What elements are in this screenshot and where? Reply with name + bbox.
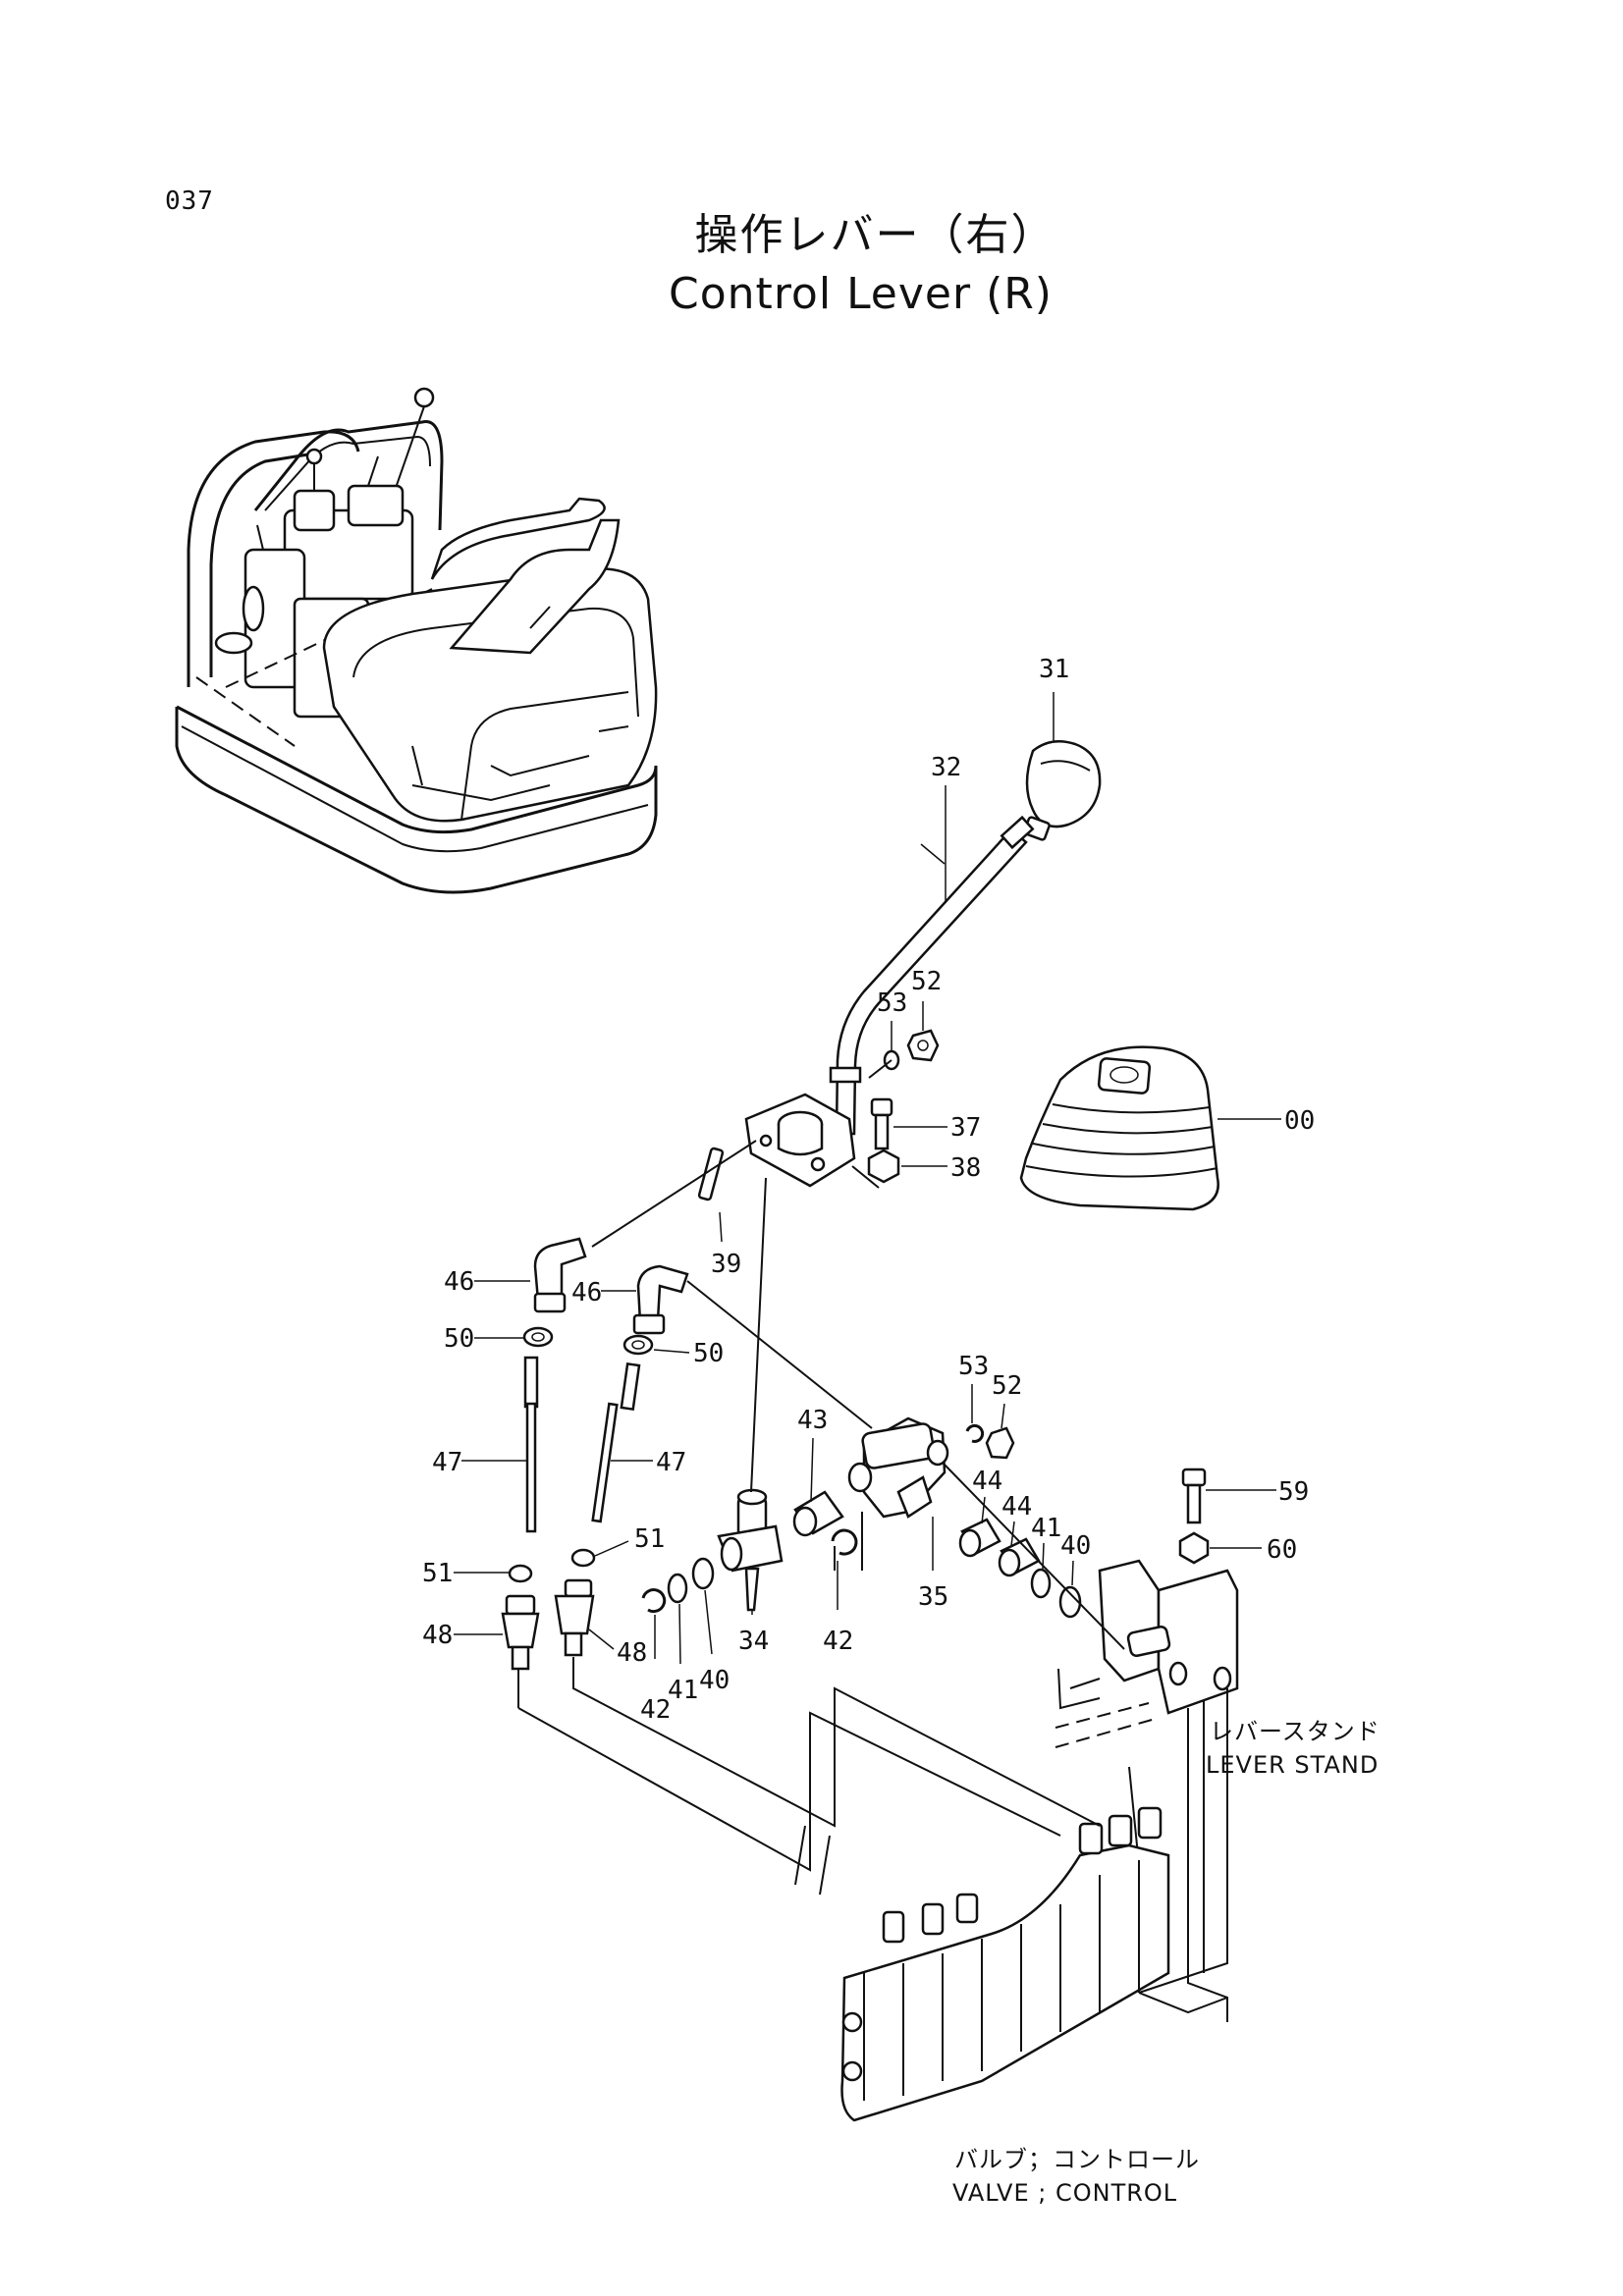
- part-40-washer-left: [691, 1557, 715, 1590]
- callout-51-left: 51: [422, 1559, 453, 1588]
- part-43-bushing: [792, 1490, 844, 1537]
- part-47-rod-right: [591, 1362, 641, 1523]
- part-46-rod-end-right: [632, 1264, 689, 1335]
- part-34-pivot: [717, 1488, 784, 1612]
- callout-35: 35: [918, 1582, 948, 1612]
- callout-37: 37: [950, 1113, 981, 1143]
- callout-47-left: 47: [432, 1448, 462, 1477]
- title-english: Control Lever (R): [669, 269, 1053, 319]
- part-50-nut-right: [622, 1334, 654, 1356]
- callout-40-right: 40: [1060, 1531, 1091, 1561]
- callout-32: 32: [931, 753, 961, 782]
- page-number: 037: [165, 187, 214, 216]
- part-50-nut-left: [522, 1326, 554, 1348]
- callout-59: 59: [1278, 1477, 1309, 1507]
- part-59-bolt: [1181, 1468, 1207, 1524]
- callout-51-right: 51: [634, 1524, 665, 1554]
- callout-52-lower: 52: [992, 1371, 1022, 1401]
- part-46-rod-end-left: [533, 1237, 587, 1313]
- callout-44-first: 44: [972, 1467, 1002, 1496]
- part-41-washer-left: [667, 1573, 688, 1604]
- part-60-nut: [1178, 1531, 1210, 1565]
- part-48-clevis-right: [554, 1578, 595, 1657]
- part-37-bolt: [870, 1097, 893, 1150]
- assembly-lines: [517, 1059, 1125, 1896]
- callout-50-left: 50: [444, 1324, 474, 1354]
- valve-label-en: VALVE ; CONTROL: [952, 2179, 1177, 2207]
- captions: レバースタンド LEVER STAND バルブ；コントロール VALVE ; C…: [952, 1718, 1380, 2207]
- part-51-nut-right: [570, 1548, 596, 1568]
- lever-stand-label-ja: レバースタンド: [1210, 1718, 1380, 1745]
- part-31-knob: [1023, 739, 1102, 841]
- part-39-pin: [697, 1147, 725, 1201]
- part-35-yoke: [847, 1416, 949, 1519]
- valve-label-ja: バルブ；コントロール: [954, 2146, 1200, 2173]
- callout-60: 60: [1267, 1535, 1297, 1565]
- part-52-nut-upper: [906, 1029, 940, 1062]
- callout-47-right: 47: [656, 1448, 686, 1477]
- callout-40-left: 40: [699, 1666, 730, 1695]
- lever-stand: [1055, 1559, 1239, 2022]
- callout-53-upper: 53: [877, 988, 907, 1018]
- callout-43: 43: [797, 1406, 828, 1435]
- callout-38: 38: [950, 1153, 981, 1183]
- part-41-washer-right: [1030, 1568, 1052, 1599]
- part-32-lever-shaft: [829, 815, 1035, 1136]
- part-53-washer-lower: [965, 1424, 985, 1443]
- callout-31: 31: [1039, 655, 1069, 684]
- callout-00: 00: [1284, 1106, 1315, 1136]
- callout-34: 34: [738, 1627, 769, 1656]
- part-00-rubber-boot: [1019, 1045, 1219, 1211]
- part-51-nut-left: [508, 1564, 533, 1583]
- callout-52-upper: 52: [911, 967, 942, 996]
- callout-44-second: 44: [1001, 1492, 1032, 1522]
- callout-48-left: 48: [422, 1621, 453, 1650]
- part-52-nut-lower: [985, 1426, 1015, 1460]
- part-lever-bracket: [744, 1093, 856, 1188]
- callout-53-lower: 53: [958, 1352, 989, 1381]
- callout-42-left: 42: [640, 1695, 671, 1725]
- part-40-washer-right: [1058, 1585, 1082, 1619]
- callout-labels: 31 32 53 52 37 00 38 39 46 46 50 50 47 4…: [422, 655, 1315, 1725]
- callout-42-right: 42: [823, 1627, 853, 1656]
- part-48-clevis-left: [501, 1594, 540, 1671]
- lever-stand-label-en: LEVER STAND: [1206, 1751, 1379, 1779]
- part-47-rod-left: [523, 1356, 539, 1533]
- callout-39: 39: [711, 1250, 741, 1279]
- part-42-clip-left: [641, 1588, 667, 1614]
- part-44-bushing-1: [958, 1518, 1001, 1558]
- control-valve: [840, 1806, 1170, 2122]
- callout-41-right: 41: [1031, 1514, 1061, 1543]
- part-44-bushing-2: [998, 1537, 1041, 1577]
- callout-41-left: 41: [668, 1676, 698, 1705]
- title-block: 操作レバー（右） Control Lever (R): [0, 206, 1623, 324]
- callout-50-right: 50: [693, 1339, 724, 1368]
- part-42-clip-right: [831, 1528, 858, 1556]
- overview-machine-illustration: [175, 387, 658, 894]
- callout-48-right: 48: [617, 1638, 647, 1668]
- part-38-nut: [867, 1148, 900, 1184]
- leader-lines: [454, 692, 1281, 1665]
- title-japanese: 操作レバー（右）: [694, 210, 1056, 260]
- callout-46-right: 46: [571, 1278, 602, 1308]
- callout-46-left: 46: [444, 1267, 474, 1297]
